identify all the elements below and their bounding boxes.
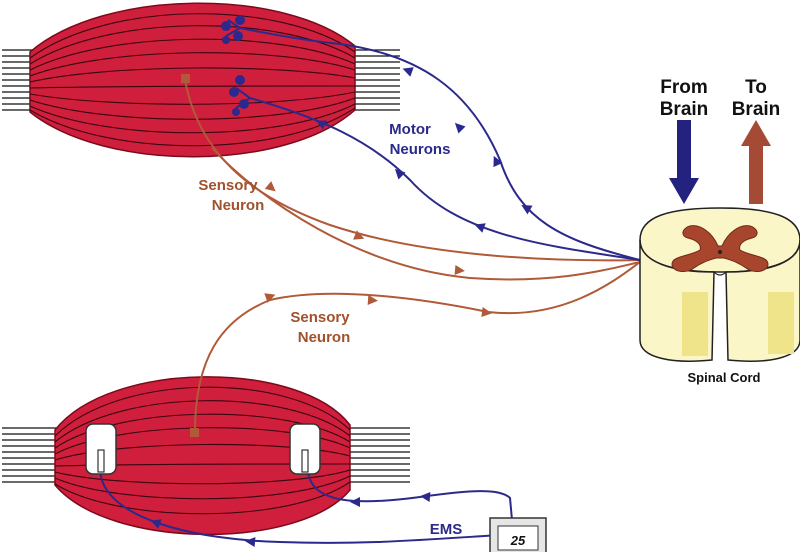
spinal-cord: [639, 207, 800, 362]
sensory-receptors: [181, 74, 199, 437]
from-brain-label-line1: From: [660, 77, 708, 98]
ems-device: 25: [489, 517, 547, 552]
motor-neuron-lower: [249, 97, 641, 261]
ems-label: EMS: [430, 521, 463, 538]
sensory-neuron-bottom: [194, 261, 641, 433]
ems-wires: [99, 467, 513, 544]
ems-wire-arrowheads: [150, 492, 431, 547]
motor-neurons-label-line2: Neurons: [390, 141, 451, 158]
sensory-neuron-bottom-label-line1: Sensory: [290, 309, 350, 326]
spinal-cord-fissure: [713, 271, 727, 276]
sensory-neuron-top-lower: [211, 147, 641, 281]
ems-wire-right: [307, 469, 513, 521]
electrode-right: [289, 423, 321, 475]
to-brain-label-line2: Brain: [732, 99, 781, 120]
grey-matter: [671, 225, 769, 272]
electrode-left: [85, 423, 117, 475]
motor-neuron-upper: [239, 27, 641, 261]
spinal-cord-right-shade: [768, 292, 794, 354]
spinal-cord-left-shade: [682, 292, 708, 356]
ems-display-value: 25: [510, 533, 526, 548]
bottom-muscle: [2, 376, 410, 536]
motor-neurons-label-line1: Motor: [389, 121, 431, 138]
motor-branch-2: [225, 27, 241, 37]
sensory-neurons: [184, 79, 641, 433]
top-muscle-body: [29, 2, 356, 158]
sensory-arrowheads: [264, 181, 492, 317]
to-brain-label-line1: To: [745, 77, 767, 98]
sensory-neuron-bottom-label-line2: Neuron: [298, 329, 351, 346]
spinal-cord-top: [639, 207, 800, 273]
motor-branch-1: [227, 19, 241, 29]
top-muscle-fibers: [30, 13, 355, 147]
motor-end-plates: [221, 15, 249, 116]
sensory-neuron-top-label-line2: Neuron: [212, 197, 265, 214]
motor-neurons: [225, 19, 641, 261]
central-canal: [718, 250, 722, 254]
spinal-cord-label: Spinal Cord: [688, 370, 761, 385]
sensory-neuron-top-upper: [184, 79, 641, 262]
top-muscle: [2, 2, 400, 158]
from-brain-arrow: [669, 120, 699, 204]
ems-wire-left: [99, 467, 501, 544]
motor-arrowheads: [315, 67, 533, 233]
sensory-neuron-top-label-line1: Sensory: [198, 177, 258, 194]
from-brain-label-line2: Brain: [660, 99, 709, 120]
to-brain-arrow: [741, 120, 771, 204]
